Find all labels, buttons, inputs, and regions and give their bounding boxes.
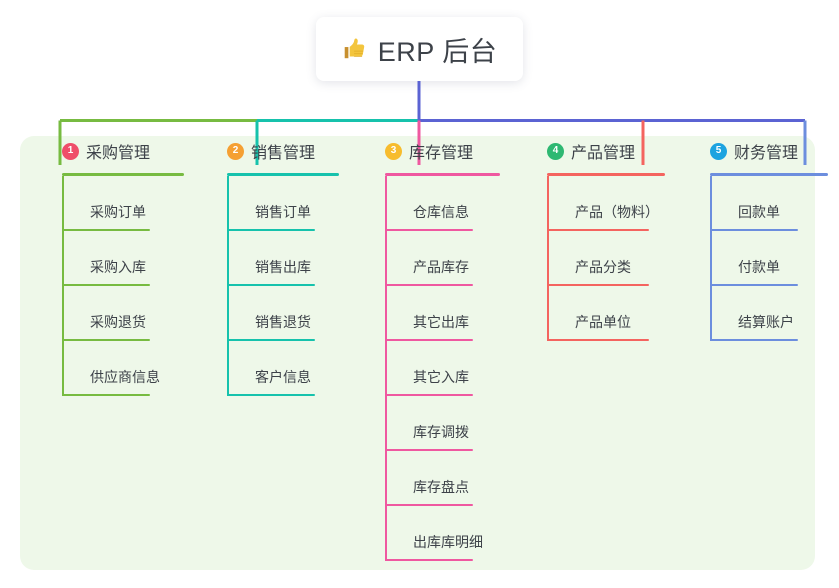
leaf-label: 产品单位 bbox=[575, 314, 631, 330]
leaf-underline bbox=[547, 284, 649, 286]
branch-stem bbox=[710, 176, 712, 341]
branch-header[interactable]: 3 库存管理 bbox=[363, 136, 488, 166]
leaf-label: 产品库存 bbox=[413, 259, 469, 275]
leaf-underline bbox=[62, 339, 150, 341]
leaf-label: 结算账户 bbox=[738, 314, 794, 330]
leaf-underline bbox=[227, 229, 315, 231]
leaf-underline bbox=[385, 339, 473, 341]
branch-number-badge: 1 bbox=[62, 142, 79, 160]
leaf-label: 产品（物料） bbox=[575, 204, 659, 220]
branch-underline bbox=[547, 173, 665, 176]
branch-title: 库存管理 bbox=[409, 145, 474, 162]
leaf-underline bbox=[227, 394, 315, 396]
leaf-underline bbox=[62, 229, 150, 231]
leaf-label: 采购订单 bbox=[90, 204, 146, 220]
branch-column: 2 销售管理销售订单销售出库销售退货客户信息 bbox=[205, 136, 339, 396]
thumbs-up-icon bbox=[342, 36, 368, 62]
branch-underline bbox=[227, 173, 339, 176]
leaf-underline bbox=[227, 339, 315, 341]
branch-header[interactable]: 5 财务管理 bbox=[688, 136, 813, 166]
leaf-underline bbox=[385, 449, 473, 451]
branch-header[interactable]: 1 采购管理 bbox=[40, 136, 165, 166]
leaf-label: 其它入库 bbox=[413, 369, 469, 385]
branch-columns: 1 采购管理采购订单采购入库采购退货供应商信息 2 销售管理销售订单销售出库销售退货客… bbox=[0, 136, 839, 570]
leaf-underline bbox=[385, 394, 473, 396]
leaf-underline bbox=[385, 559, 473, 561]
branch-title: 产品管理 bbox=[571, 145, 636, 162]
leaf-label: 产品分类 bbox=[575, 259, 631, 275]
branch-stem bbox=[62, 176, 64, 396]
branch-underline bbox=[62, 173, 184, 176]
leaf-label: 出库库明细 bbox=[413, 534, 483, 550]
leaf-label: 销售订单 bbox=[255, 204, 311, 220]
branch-stem bbox=[547, 176, 549, 341]
branch-underline bbox=[385, 173, 500, 176]
branch-stem bbox=[227, 176, 229, 396]
branch-column: 4 产品管理产品（物料） 产品分类产品单位 bbox=[525, 136, 665, 341]
branch-number-badge: 3 bbox=[385, 142, 402, 160]
branches-panel bbox=[20, 136, 815, 570]
leaf-underline bbox=[547, 339, 649, 341]
leaf-label: 采购退货 bbox=[90, 314, 146, 330]
branch-underline bbox=[710, 173, 828, 176]
leaf-underline bbox=[385, 504, 473, 506]
branch-number-badge: 5 bbox=[710, 142, 727, 160]
branch-column: 3 库存管理仓库信息产品库存其它出库其它入库库存调拨库存盘点出库库明细 bbox=[363, 136, 500, 561]
leaf-underline bbox=[62, 284, 150, 286]
leaf-label: 销售退货 bbox=[255, 314, 311, 330]
leaf-underline bbox=[385, 229, 473, 231]
branch-stem bbox=[385, 176, 387, 561]
leaf-label: 客户信息 bbox=[255, 369, 311, 385]
leaf-label: 付款单 bbox=[738, 259, 780, 275]
branch-header[interactable]: 2 销售管理 bbox=[205, 136, 330, 166]
leaf-underline bbox=[62, 394, 150, 396]
leaf-underline bbox=[547, 229, 649, 231]
leaf-label: 销售出库 bbox=[255, 259, 311, 275]
branch-title: 销售管理 bbox=[251, 145, 316, 162]
leaf-underline bbox=[710, 229, 798, 231]
leaf-label: 仓库信息 bbox=[413, 204, 469, 220]
leaf-label: 采购入库 bbox=[90, 259, 146, 275]
root-node[interactable]: ERP 后台 bbox=[316, 17, 523, 81]
leaf-label: 供应商信息 bbox=[90, 369, 160, 385]
branch-title: 财务管理 bbox=[734, 145, 799, 162]
leaf-label: 库存盘点 bbox=[413, 479, 469, 495]
branch-column: 1 采购管理采购订单采购入库采购退货供应商信息 bbox=[40, 136, 184, 396]
branch-number-badge: 4 bbox=[547, 142, 564, 160]
leaf-label: 回款单 bbox=[738, 204, 780, 220]
leaf-underline bbox=[710, 284, 798, 286]
branch-header[interactable]: 4 产品管理 bbox=[525, 136, 665, 166]
leaf-underline bbox=[710, 339, 798, 341]
branch-number-badge: 2 bbox=[227, 142, 244, 160]
branch-column: 5 财务管理回款单付款单结算账户 bbox=[688, 136, 828, 341]
root-title: ERP 后台 bbox=[377, 36, 498, 67]
leaf-label: 库存调拨 bbox=[413, 424, 469, 440]
leaf-underline bbox=[227, 284, 315, 286]
branch-title: 采购管理 bbox=[86, 145, 151, 162]
leaf-label: 其它出库 bbox=[413, 314, 469, 330]
leaf-underline bbox=[385, 284, 473, 286]
